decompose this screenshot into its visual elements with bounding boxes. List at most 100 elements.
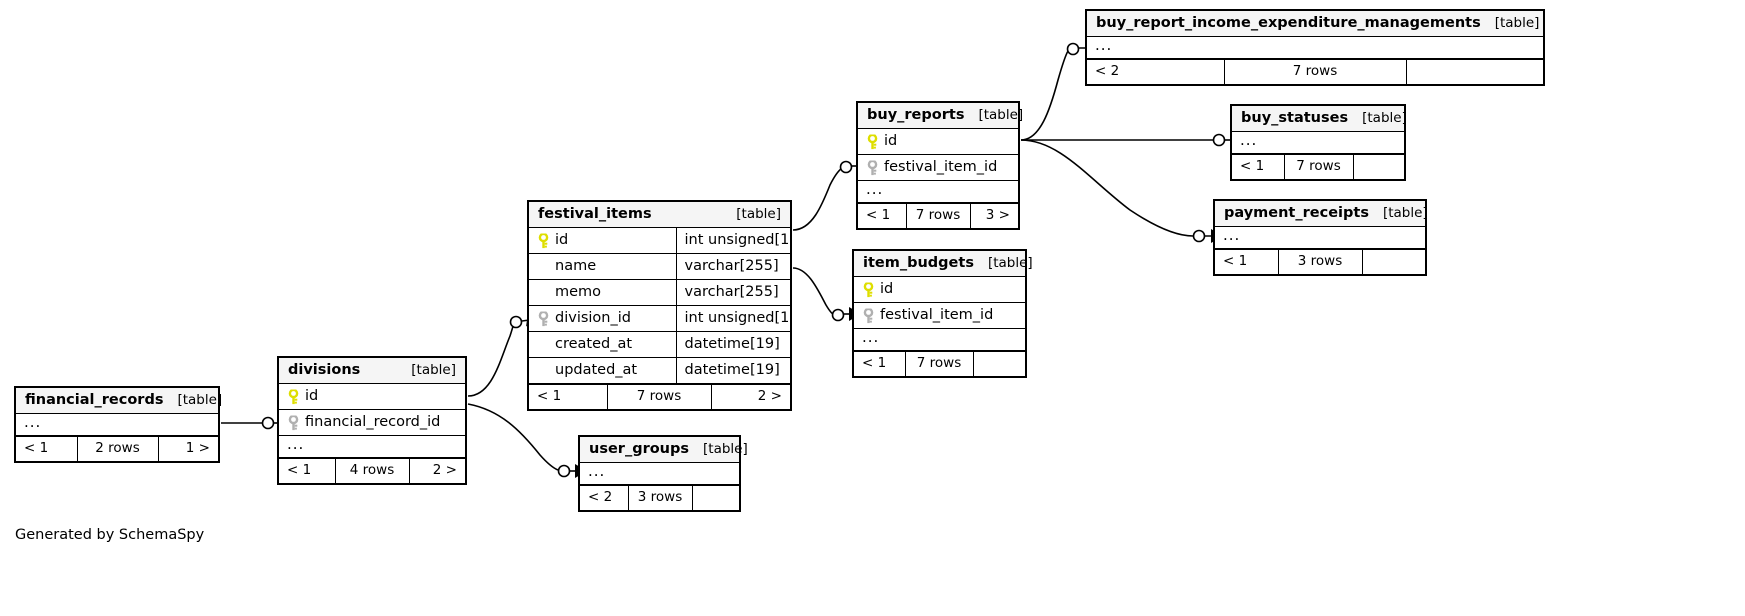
table-column-row[interactable]: created_at datetime[19] — [529, 331, 790, 358]
column-name-cell: financial_record_id — [279, 409, 465, 436]
column-name: memo — [555, 284, 602, 300]
column-name-cell: division_id — [529, 305, 676, 332]
column-type: datetime[19] — [675, 331, 790, 358]
collapsed-columns-indicator[interactable]: ... — [1232, 131, 1404, 154]
table-buy_report_income_expenditure_managements[interactable]: buy_report_income_expenditure_management… — [1085, 9, 1545, 86]
table-column-row[interactable]: division_id int unsigned[10] — [529, 305, 790, 332]
table-kind-label: [table] — [1382, 205, 1428, 221]
table-kind-label: [table] — [1362, 110, 1407, 126]
footer-children-count[interactable]: 1 > — [158, 436, 218, 461]
column-name-cell: id — [529, 227, 676, 254]
footer-row-count: 7 rows — [607, 384, 712, 409]
column-name-cell: created_at — [529, 331, 676, 358]
footer-row-count: 3 rows — [1278, 249, 1363, 274]
collapsed-columns-indicator[interactable]: ... — [279, 435, 465, 458]
column-name: updated_at — [555, 362, 638, 378]
column-type: int unsigned[10] — [675, 305, 790, 332]
column-name: financial_record_id — [305, 414, 441, 430]
foreign-key-icon — [537, 310, 550, 326]
table-header: buy_statuses [table] — [1232, 106, 1407, 132]
footer-parents-count[interactable]: < 1 — [1232, 154, 1285, 179]
primary-key-icon — [866, 133, 879, 149]
column-name-cell: memo — [529, 279, 676, 306]
table-column-row[interactable]: updated_at datetime[19] — [529, 357, 790, 384]
footer-parents-count[interactable]: < 1 — [16, 436, 78, 461]
rel-buy-reports-to-payment-receipts — [1020, 139, 1223, 243]
column-name-cell: festival_item_id — [854, 302, 1025, 329]
collapsed-columns-indicator[interactable]: ... — [580, 462, 739, 485]
rel-festival-items-to-item-budgets — [792, 267, 861, 322]
collapsed-columns-indicator[interactable]: ... — [854, 328, 1025, 351]
footer-row-count: 7 rows — [906, 203, 971, 228]
footer-parents-count[interactable]: < 2 — [580, 485, 629, 510]
table-name: payment_receipts — [1224, 205, 1369, 221]
collapsed-columns-indicator[interactable]: ... — [858, 180, 1018, 203]
table-column-row[interactable]: id — [279, 383, 465, 410]
table-column-row[interactable]: festival_item_id — [858, 154, 1018, 181]
column-type: datetime[19] — [675, 357, 790, 384]
generated-by-note: Generated by SchemaSpy — [15, 527, 205, 543]
column-name-cell: id — [854, 276, 1025, 303]
column-name: id — [880, 281, 894, 297]
footer-parents-count[interactable]: < 2 — [1087, 59, 1225, 84]
table-name: buy_report_income_expenditure_management… — [1096, 15, 1481, 31]
foreign-key-icon — [287, 414, 300, 430]
footer-children-count[interactable]: 2 > — [409, 458, 465, 483]
footer-children-count[interactable] — [973, 351, 1025, 376]
table-column-row[interactable]: id — [854, 276, 1025, 303]
column-type: varchar[255] — [675, 279, 790, 306]
collapsed-columns-indicator[interactable]: ... — [1215, 226, 1425, 249]
footer-parents-count[interactable]: < 1 — [854, 351, 906, 376]
footer-row-count: 2 rows — [77, 436, 159, 461]
rel-divisions-to-user-groups — [467, 403, 587, 478]
footer-parents-count[interactable]: < 1 — [1215, 249, 1279, 274]
table-name: divisions — [288, 362, 361, 378]
footer-parents-count[interactable]: < 1 — [529, 384, 608, 409]
footer-children-count[interactable]: 3 > — [970, 203, 1018, 228]
table-header: user_groups[table] — [580, 437, 748, 463]
footer-parents-count[interactable]: < 1 — [279, 458, 336, 483]
column-name: name — [555, 258, 597, 274]
table-column-row[interactable]: festival_item_id — [854, 302, 1025, 329]
column-name: division_id — [555, 310, 631, 326]
table-kind-label: [table] — [1494, 15, 1540, 31]
footer-children-count[interactable] — [1406, 59, 1543, 84]
table-header: festival_items[table] — [529, 202, 790, 228]
table-column-row[interactable]: id — [858, 128, 1018, 155]
footer-children-count[interactable] — [1362, 249, 1425, 274]
table-kind-label: [table] — [736, 206, 781, 222]
table-kind-label: [table] — [978, 107, 1024, 123]
collapsed-columns-indicator[interactable]: ... — [1087, 36, 1543, 59]
footer-children-count[interactable]: 2 > — [711, 384, 790, 409]
table-name: buy_statuses — [1241, 110, 1349, 126]
collapsed-columns-indicator[interactable]: ... — [16, 413, 218, 436]
foreign-key-icon — [862, 307, 875, 323]
column-name: festival_item_id — [880, 307, 994, 323]
footer-parents-count[interactable]: < 1 — [858, 203, 907, 228]
table-name: user_groups — [589, 441, 690, 457]
footer-children-count[interactable] — [1353, 154, 1404, 179]
column-name: created_at — [555, 336, 633, 352]
footer-children-count[interactable] — [692, 485, 739, 510]
table-name: item_budgets — [863, 255, 974, 271]
table-column-row[interactable]: memo varchar[255] — [529, 279, 790, 306]
footer-row-count: 3 rows — [628, 485, 693, 510]
table-column-row[interactable]: financial_record_id — [279, 409, 465, 436]
rel-buy-reports-to-buy-statuses — [1021, 133, 1242, 147]
